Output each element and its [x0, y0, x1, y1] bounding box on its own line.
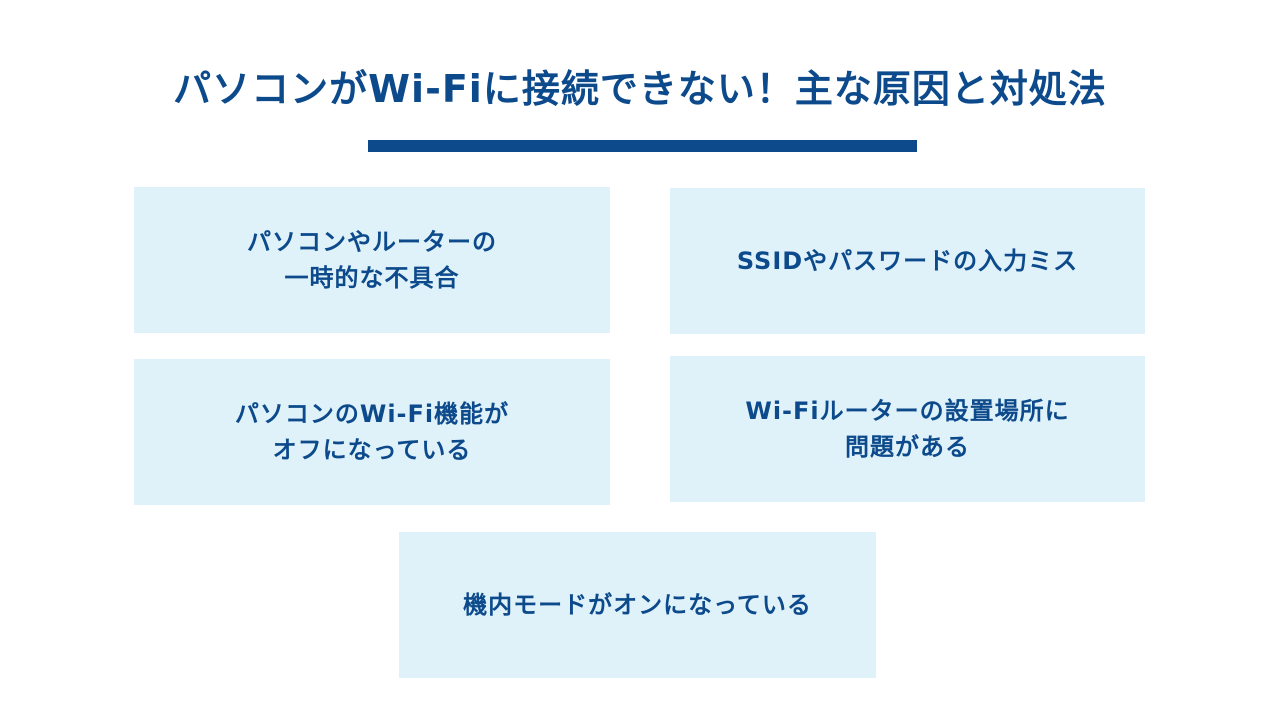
cause-box-airplane-mode: 機内モードがオンになっている	[399, 532, 876, 678]
cause-box-wifi-off: パソコンのWi-Fi機能が オフになっている	[134, 359, 610, 505]
page-title: パソコンがWi-Fiに接続できない！主な原因と対処法	[173, 67, 1107, 111]
cause-box-ssid-password-typo: SSIDやパスワードの入力ミス	[670, 188, 1145, 334]
cause-box-router-location: Wi-Fiルーターの設置場所に 問題がある	[670, 356, 1145, 502]
title-underline	[368, 140, 917, 152]
cause-box-temporary-malfunction: パソコンやルーターの 一時的な不具合	[134, 187, 610, 333]
